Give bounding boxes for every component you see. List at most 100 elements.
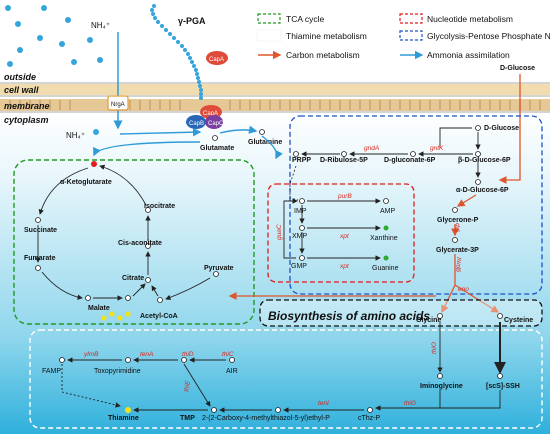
label-scs-sh: [scS]-SSH: [486, 383, 520, 390]
label-b-d-glucose-6p: β-D-Glucose-6P: [458, 157, 511, 164]
region-outside: outside: [4, 72, 36, 82]
label-pyruvate: Pyruvate: [204, 265, 234, 272]
label-thz-p: 2-(2-Carboxy-4-methylthiazol-5-yl)ethyl-…: [202, 415, 330, 422]
glutamine-to-prpp-arrow: [261, 135, 283, 160]
label-succinate: Succinate: [24, 227, 57, 234]
capc-label: CapC: [208, 121, 224, 127]
legend-carbon: Carbon metabolism: [286, 50, 360, 60]
node-glutamate: [212, 135, 218, 141]
label-fumarate: Fumarate: [24, 255, 56, 262]
label-d-gluconate-6p: D-gluconate-6P: [384, 157, 436, 164]
nrga-label: NrgA: [111, 102, 125, 108]
legend-tca-swatch: [257, 13, 281, 24]
nucleotide-box: [267, 183, 415, 283]
label-d-glucose-in: D-Glucose: [484, 125, 519, 132]
capa-top-label: CapA: [209, 57, 224, 63]
node-iminoglycine: [437, 373, 443, 379]
node-glycine: [437, 313, 443, 319]
node-air: [229, 357, 235, 363]
label-famp: FAMP: [42, 368, 61, 375]
node-b-d-glucose-6p: [475, 151, 481, 157]
glycolysis-ppp-box: [289, 115, 543, 295]
arrow-scs-cthz: [440, 390, 501, 409]
capb-label: CapB: [189, 121, 204, 127]
node-citrate: [145, 277, 151, 283]
label-glycerone-p: Glycerone-P: [437, 217, 479, 224]
label-citrate: Citrate: [122, 275, 144, 282]
enzyme-thig: thiG: [404, 400, 416, 407]
node-a-d-glucose-6p: [475, 179, 481, 185]
node-prpp: [293, 151, 299, 157]
node-malate-oaa: [125, 295, 131, 301]
enzyme-xpt-1: xpt: [339, 233, 350, 240]
enzyme-guac: guaC: [276, 224, 283, 240]
capa-low-label: CapA: [203, 111, 218, 117]
arrow-glucose6p-glycerone: [456, 194, 477, 207]
enzyme-thid: thiD: [182, 351, 194, 358]
node-d-glucose-in: [475, 125, 481, 131]
arrow-gmp-imp: [283, 198, 298, 259]
glutamate-to-akg-arrow: [93, 141, 201, 157]
arrow-famp-thiamine: [61, 364, 121, 408]
enzyme-teni: tenI: [318, 400, 329, 407]
arrow-hmp-tmp: [183, 363, 211, 407]
thiamine-box: [29, 329, 543, 429]
tca-cycle-arrows: [35, 164, 211, 301]
glucose-import-arrow: [498, 74, 521, 184]
node-fumarate: [35, 265, 41, 271]
pga-label: γ-PGA: [178, 16, 206, 26]
legend-thiamine-outline: [256, 29, 282, 42]
region-cell-wall: cell wall: [4, 85, 39, 95]
node-succinate: [35, 217, 41, 223]
node-glycerone-p: [452, 207, 458, 213]
enzyme-glp: glp: [453, 222, 461, 232]
glutamate-to-glutamine-arrow: [219, 125, 258, 134]
node-amp: [383, 198, 389, 204]
label-xanthine: Xanthine: [370, 235, 398, 242]
legend-thiamine-swatch: [257, 30, 281, 41]
nh4-to-glutamate-arrow: [119, 127, 202, 137]
node-toxopyrimidine: [125, 357, 131, 363]
legend-thiamine: Thiamine metabolism: [286, 31, 367, 41]
node-cysteine: [497, 313, 503, 319]
node-famp: [59, 357, 65, 363]
enzyme-thic: thiC: [222, 351, 234, 358]
enzyme-purb: purB: [337, 193, 352, 200]
cap-complex: CapA CapA CapB CapC: [186, 51, 228, 129]
node-cthz-p: [367, 407, 373, 413]
node-glutamine: [259, 129, 265, 135]
tca-box: [13, 159, 255, 325]
label-glutamate: Glutamate: [200, 145, 234, 152]
node-isocitrate: [145, 207, 151, 213]
legend-ammonia: Ammonia assimilation: [427, 50, 510, 60]
tca-yellow-dots: [101, 311, 131, 321]
node-glycerate-3p: [452, 237, 458, 243]
node-scs-sh: [497, 373, 503, 379]
label-cthz-p: cThz-P: [358, 415, 381, 422]
label-xmp: XMP: [292, 233, 308, 240]
amino-acid-box: [259, 299, 543, 327]
enzyme-tena: tenA: [140, 351, 153, 358]
legend-nucleotide-swatch: [399, 13, 423, 24]
node-pyruvate: [213, 271, 219, 277]
nh4-inside-label: NH₄⁺: [66, 131, 85, 140]
legend: TCA cycle Thiamine metabolism Carbon met…: [256, 13, 550, 60]
node-guanine: [383, 255, 389, 261]
label-cis-aconitate: Cis-aconitate: [118, 240, 162, 247]
label-prpp: PRPP: [292, 157, 311, 164]
d-glucose-outside: D-Glucose: [500, 65, 535, 72]
enzyme-gpm: gpmI: [454, 257, 463, 273]
node-gmp: [299, 255, 305, 261]
node-cis-aconitate: [145, 243, 151, 249]
label-glycine: Glycine: [416, 317, 441, 324]
label-acetyl-coa: Acetyl-CoA: [140, 313, 178, 320]
nrga-transporter: [107, 95, 129, 111]
arrow-glucose-branch: [439, 127, 472, 148]
legend-tca: TCA cycle: [286, 14, 325, 24]
arrow-glycerate-cysteine: [454, 284, 500, 313]
node-acetyl-coa: [157, 297, 163, 303]
enzyme-gntk: gntK: [430, 145, 444, 152]
label-glutamine: Glutamine: [248, 139, 282, 146]
label-cysteine: Cysteine: [504, 317, 533, 324]
